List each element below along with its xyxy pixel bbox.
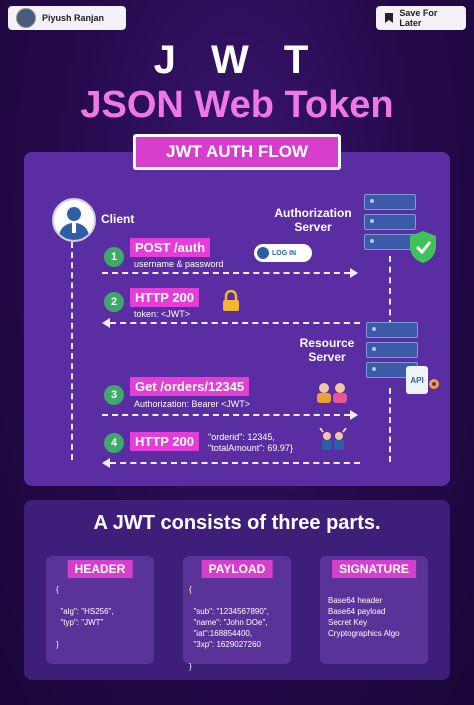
- step-4-tag: HTTP 200: [130, 432, 200, 451]
- auth-flow-header-text: JWT AUTH FLOW: [136, 137, 338, 167]
- step-2-sub: token: <JWT>: [134, 309, 191, 319]
- step-4-badge: 4: [104, 433, 124, 453]
- jwt-parts-title: A JWT consists of three parts.: [93, 512, 381, 534]
- api-icon: API: [406, 366, 428, 394]
- step-4-arrowhead: [102, 458, 110, 468]
- step-1-tag: POST /auth: [130, 238, 211, 257]
- step-1-arrowhead: [350, 268, 358, 278]
- people-order-icon: [317, 383, 347, 403]
- client-label: Client: [101, 212, 135, 226]
- step-2-arrow: [110, 322, 360, 324]
- page-subtitle: JSON Web Token: [80, 84, 394, 126]
- login-chip-label: LOG IN: [272, 249, 297, 257]
- resource-server-label: Resource Server: [299, 336, 355, 364]
- header-card: HEADER { "alg": "HS256", "typ": "JWT" }: [46, 556, 154, 664]
- payload-card: PAYLOAD { "sub": "1234567890", "name": "…: [183, 556, 291, 671]
- celebration-icon: [319, 428, 347, 450]
- signature-card: SIGNATURE Base64 header Base64 payload S…: [320, 556, 428, 664]
- authorization-server-label: Authorization Server: [274, 206, 352, 234]
- step-3-sub: Authorization: Bearer <JWT>: [134, 399, 251, 409]
- login-chip-icon: LOG IN: [254, 244, 312, 262]
- lock-icon: [223, 290, 239, 311]
- step-2-tag: HTTP 200: [130, 288, 200, 307]
- step-3-badge: 3: [104, 385, 124, 405]
- auth-flow-header: JWT AUTH FLOW: [133, 134, 341, 170]
- api-label: API: [410, 375, 424, 385]
- client-lifeline: [71, 242, 73, 460]
- step-2-badge: 2: [104, 292, 124, 312]
- resource-server-icon: [366, 322, 418, 378]
- page-title: J W T: [153, 38, 321, 82]
- signature-card-body: Base64 header Base64 payload Secret Key …: [328, 596, 400, 638]
- resource-server-lifeline: [389, 388, 391, 462]
- author-badge[interactable]: Piyush Ranjan: [8, 6, 126, 30]
- step-4-sub: "orderid": 12345, "totalAmount": 69.97}: [208, 432, 293, 453]
- auth-server-lifeline: [389, 256, 391, 326]
- step-1-sub: username & password: [134, 259, 224, 269]
- step-1-arrow: [102, 272, 350, 274]
- step-3-tag: Get /orders/12345: [130, 377, 250, 396]
- signature-card-title: SIGNATURE: [332, 560, 416, 578]
- step-4-arrow: [110, 462, 360, 464]
- author-avatar: [16, 8, 36, 28]
- payload-card-title: PAYLOAD: [201, 560, 273, 578]
- author-name: Piyush Ranjan: [42, 13, 105, 23]
- header-card-title: HEADER: [67, 560, 133, 578]
- bookmark-icon: [385, 13, 393, 23]
- authorization-server-icon: [364, 194, 416, 250]
- payload-card-body: { "sub": "1234567890", "name": "John DOe…: [189, 585, 269, 671]
- save-for-later-label: Save For Later: [399, 8, 438, 28]
- step-1-badge: 1: [104, 247, 124, 267]
- client-avatar-icon: [52, 198, 96, 242]
- step-2-arrowhead: [102, 318, 110, 328]
- shield-check-icon: [410, 231, 436, 263]
- header-card-body: { "alg": "HS256", "typ": "JWT" }: [56, 585, 114, 649]
- gear-icon: [429, 379, 439, 389]
- step-3-arrowhead: [350, 410, 358, 420]
- save-for-later-button[interactable]: Save For Later: [376, 6, 466, 30]
- step-3-arrow: [102, 414, 350, 416]
